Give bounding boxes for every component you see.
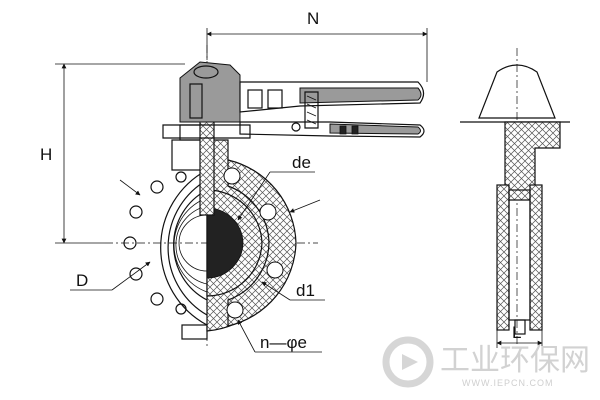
- valve-body-right-half-section: [206, 139, 297, 332]
- label-L: L: [512, 323, 521, 342]
- d1-leader-arrow: [261, 281, 291, 301]
- side-view: [460, 48, 570, 348]
- label-D: D: [76, 271, 88, 290]
- flange-arrow-right: [289, 199, 321, 213]
- label-H: H: [40, 145, 52, 164]
- flange-arrow-left: [119, 179, 141, 196]
- label-n-phi-e: n—φe: [260, 333, 307, 352]
- handle-assembly: [162, 61, 425, 216]
- label-N: N: [307, 9, 319, 28]
- label-de: de: [292, 153, 311, 172]
- n-phi-e-leader-arrow: [237, 319, 256, 353]
- watermark-url: WWW.IEPCN.COM: [462, 378, 554, 388]
- label-d1: d1: [296, 281, 315, 300]
- valve-body-left-half: [123, 124, 208, 340]
- D-leader-arrow: [111, 261, 151, 291]
- de-leader-arrow: [237, 171, 271, 221]
- watermark-logo-icon: [382, 336, 434, 388]
- watermark-text: 工业环保网: [440, 343, 590, 378]
- watermark: 工业环保网 WWW.IEPCN.COM: [382, 336, 590, 388]
- front-view: [55, 28, 428, 353]
